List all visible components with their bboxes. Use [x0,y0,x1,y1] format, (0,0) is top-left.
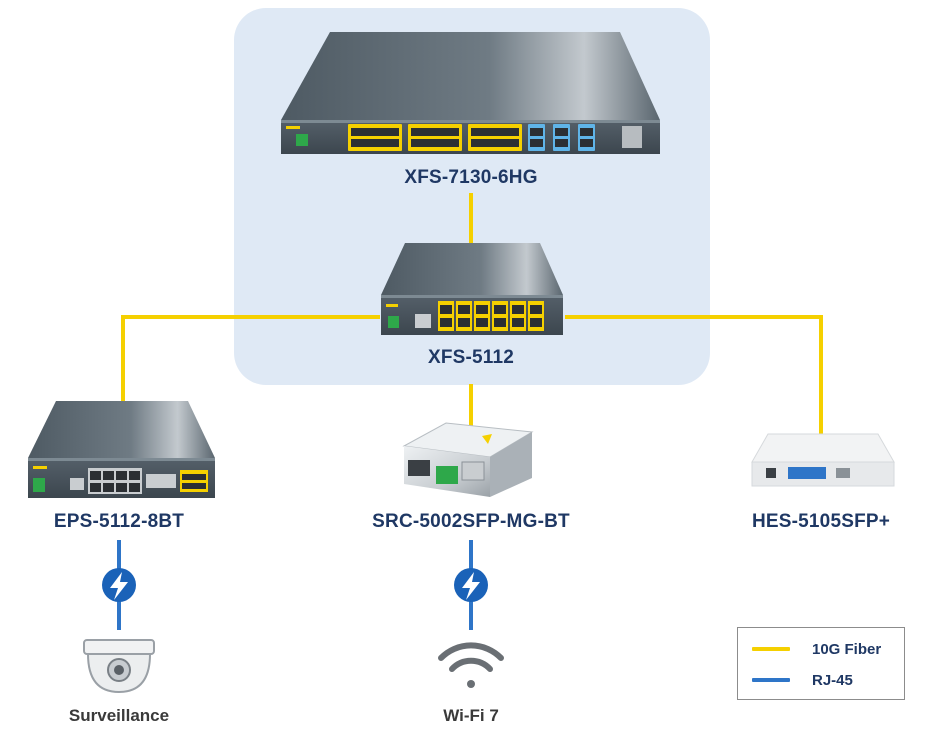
dome-camera-icon [83,639,155,694]
wifi-icon [438,642,504,688]
aggregation-switch-image [381,243,563,335]
legend-swatch-fiber [752,647,790,651]
middle-converter-image [402,422,534,497]
aggregation-switch-label: XFS-5112 [427,347,515,368]
legend-swatch-rj45 [752,678,790,682]
legend-label-rj45: RJ-45 [812,671,853,689]
legend-item-fiber: 10G Fiber [752,639,881,659]
left-switch-label: EPS-5112-8BT [53,511,185,532]
fiber-links [121,193,823,434]
lightning-bolt-icon [454,568,488,602]
legend: 10G Fiber RJ-45 [737,627,905,700]
core-switch-image [281,32,660,154]
lightning-bolt-icon [102,568,136,602]
legend-item-rj45: RJ-45 [752,670,853,690]
right-switch-image [751,433,895,487]
wifi-label: Wi-Fi 7 [443,706,499,725]
camera-label: Surveillance [68,706,170,725]
link-aggregation-right [565,315,823,434]
legend-label-fiber: 10G Fiber [812,640,882,658]
right-switch-label: HES-5105SFP+ [751,511,891,532]
link-aggregation-left [121,315,380,403]
middle-converter-label: SRC-5002SFP-MG-BT [372,511,570,532]
rj45-links [117,540,473,630]
left-switch-image [28,401,215,498]
core-switch-label: XFS-7130-6HG [404,167,538,188]
